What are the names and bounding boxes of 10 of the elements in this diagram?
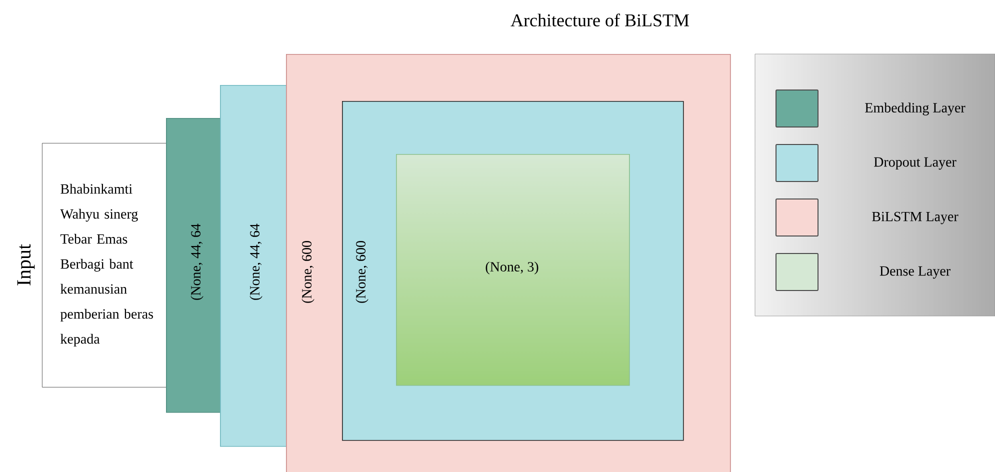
layer-block: (None, 44, 64 [166, 118, 221, 413]
legend-label: BiLSTM Layer [872, 212, 958, 224]
side-label: Input [17, 244, 35, 286]
layer-block: (None, 44, 64 [220, 85, 287, 447]
title: Architecture of BiLSTM [510, 14, 689, 26]
legend-label: Dropout Layer [874, 157, 956, 170]
layer-block: (None, 3) [396, 154, 630, 386]
legend-label: Embedding Layer [865, 102, 966, 116]
input-text-box: Bhabinkamti Wahyu sinerg Tebar Emas Berbagi bant kemanusian pemberian beras kepada [42, 143, 178, 388]
legend-label: Dense Layer [880, 266, 950, 279]
